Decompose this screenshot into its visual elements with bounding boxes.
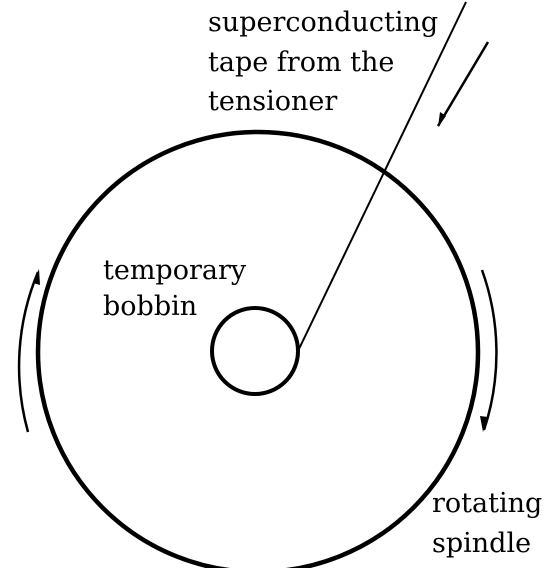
tape-label-line2: tape from the (208, 47, 394, 78)
bobbin-label-line2: bobbin (103, 291, 197, 322)
right-rotation-arrow (480, 269, 498, 431)
tape-direction-arrow (436, 41, 490, 127)
spindle-label-line2: spindle (432, 528, 531, 559)
bobbin-circle (210, 306, 300, 396)
spindle-label-line1: rotating (432, 488, 542, 519)
tape-line (297, 1, 467, 352)
tape-label-line3: tensioner (208, 86, 337, 117)
left-arrowhead-icon (33, 269, 40, 285)
tape-arrowhead-icon (438, 112, 446, 127)
bobbin-label-line1: temporary (103, 255, 247, 286)
tape-label-line1: superconducting (208, 7, 438, 38)
right-arrowhead-icon (480, 416, 488, 432)
spindle-circle (35, 129, 481, 568)
left-rotation-arrow (17, 271, 40, 433)
